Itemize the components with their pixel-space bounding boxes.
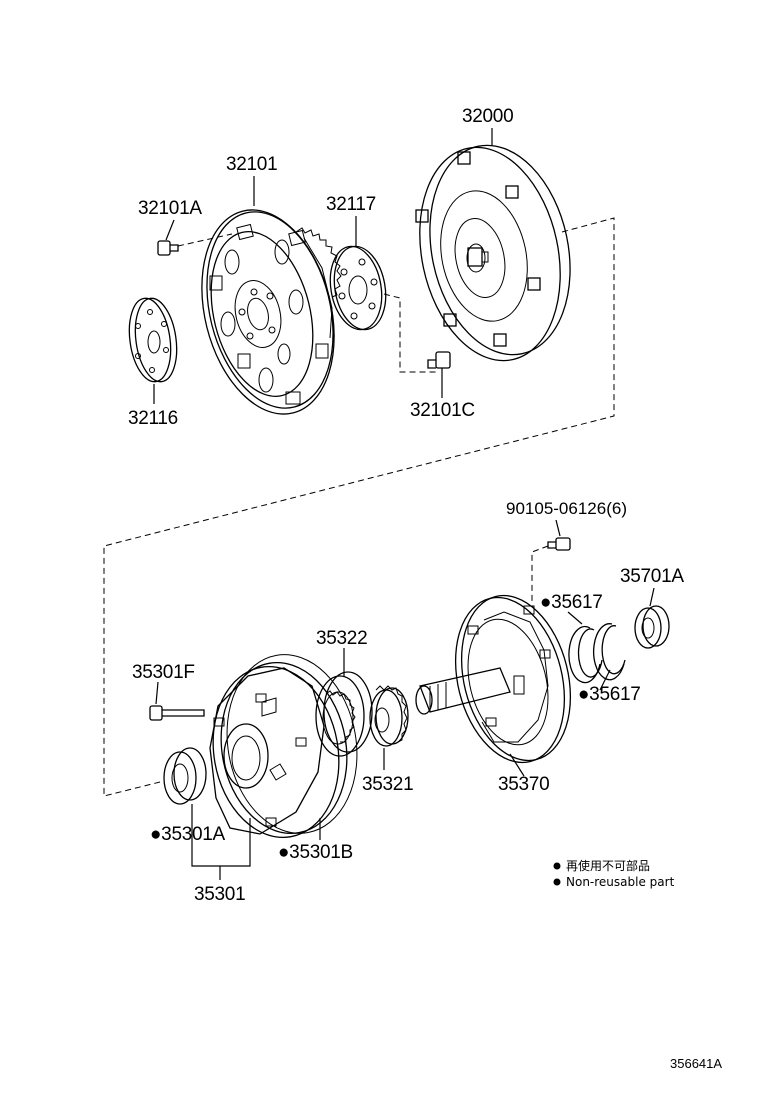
part-labels: 32000 32101 32101A 32117 32116 32101C 90… (128, 106, 685, 905)
label-32000: 32000 (462, 106, 513, 127)
leader-lines-bottom (191, 804, 321, 880)
label-35617-lower: ●35617 (578, 684, 641, 705)
label-35301A: ●35301A (150, 824, 226, 845)
legend: 再使用不可部品 Non-reusable part (553, 858, 675, 889)
label-35321: 35321 (362, 774, 413, 795)
legend-bullet-icon (553, 862, 561, 870)
legend-text-en: Non-reusable part (566, 875, 675, 889)
oil-seal-35301A (163, 747, 207, 805)
reference-id: 356641A (670, 1056, 722, 1071)
label-32101: 32101 (226, 154, 277, 175)
bolt-90105 (531, 519, 571, 604)
label-35301F: 35301F (132, 662, 195, 683)
oil-pump-body-35301 (209, 654, 358, 839)
stator-shaft-35370 (415, 594, 572, 777)
bolt-35301F (149, 681, 205, 721)
seal-rings-35617 (567, 611, 626, 691)
label-35301: 35301 (194, 884, 245, 905)
label-32117: 32117 (326, 194, 376, 215)
leader-lines-top (153, 128, 493, 404)
label-35301B: ●35301B (278, 842, 353, 863)
flex-plate-32101 (201, 209, 342, 415)
torque-converter-32000 (415, 144, 571, 362)
label-35617-upper: ●35617 (540, 592, 603, 613)
label-90105: 90105-06126(6) (506, 499, 627, 518)
bolt-32101A (157, 240, 179, 256)
label-32101A: 32101A (138, 198, 202, 219)
spacer-32116 (128, 297, 178, 383)
oil-seal-35701A (634, 587, 670, 649)
label-35370: 35370 (498, 774, 549, 795)
bolt-32101C (427, 351, 451, 369)
driven-gear-35322 (315, 648, 373, 757)
dashed-lines-top (103, 217, 615, 797)
label-35701A: 35701A (620, 566, 684, 587)
label-32116: 32116 (128, 408, 178, 429)
label-32101C: 32101C (410, 400, 475, 421)
drive-gear-35321 (369, 685, 409, 770)
plate-32117 (329, 245, 387, 331)
legend-text-jp: 再使用不可部品 (566, 858, 650, 873)
label-35322: 35322 (316, 628, 367, 649)
legend-bullet-icon (553, 878, 561, 886)
